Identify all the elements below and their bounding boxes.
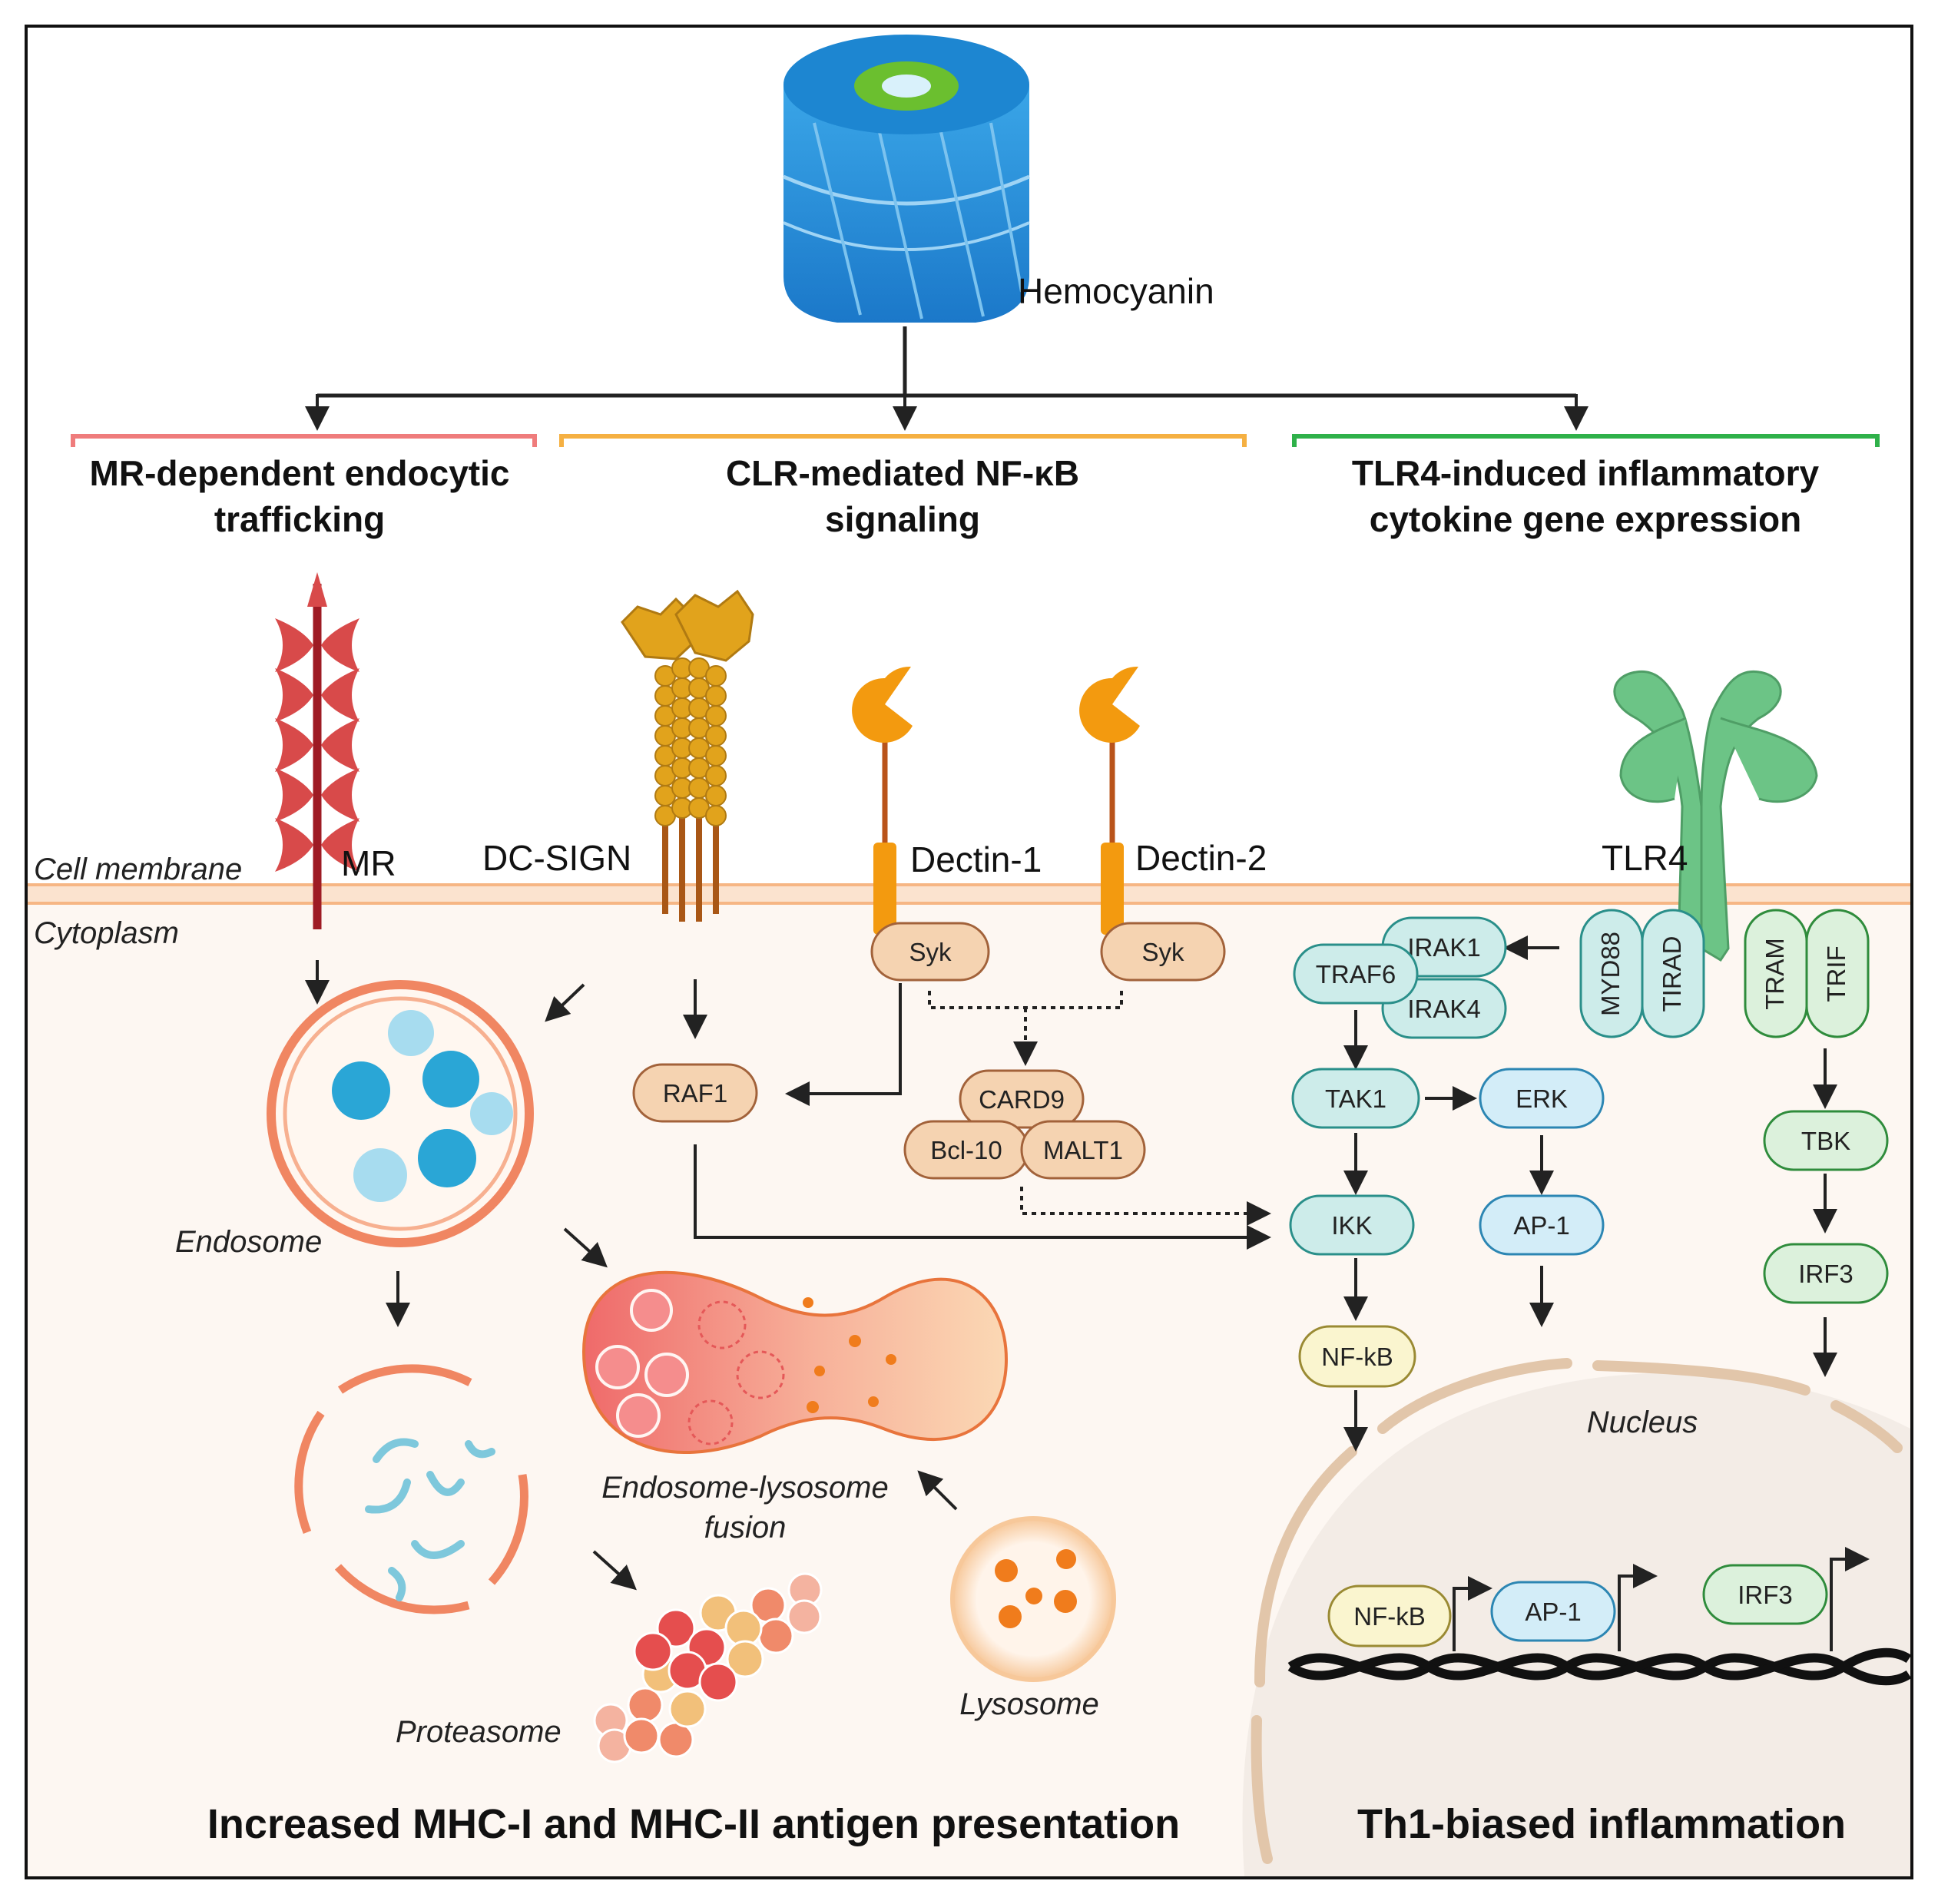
tlr-bracket [1292,434,1880,447]
svg-text:IKK: IKK [1331,1211,1372,1240]
dcsign-label: DC-SIGN [482,838,631,878]
svg-text:AP-1: AP-1 [1513,1211,1569,1240]
protein-syk-1: Syk [870,922,990,982]
svg-text:IRAK1: IRAK1 [1407,933,1480,962]
proteasome-label: Proteasome [396,1715,562,1749]
svg-text:TRAM: TRAM [1761,938,1789,1010]
svg-text:TBK: TBK [1801,1127,1850,1155]
nuclear-nfkb: NF-kB [1327,1584,1452,1647]
tlr-heading-line2: cytokine gene expression [1370,499,1801,539]
svg-text:TAK1: TAK1 [1325,1084,1386,1113]
protein-malt1: MALT1 [1020,1120,1146,1180]
svg-text:RAF1: RAF1 [663,1079,727,1108]
svg-text:TRIF: TRIF [1822,945,1850,1002]
protein-syk-2: Syk [1100,922,1226,982]
svg-text:TRAF6: TRAF6 [1316,960,1396,988]
protein-ikk: IKK [1289,1194,1415,1256]
dectin2-receptor [1079,666,1140,935]
hemocyanin-branch-arrows [305,326,1588,431]
outcome-antigen-presentation: Increased MHC-I and MHC-II antigen prese… [207,1801,1180,1847]
nuclear-irf3: IRF3 [1702,1564,1828,1625]
clr-heading-line2: signaling [825,499,980,539]
mr-label: MR [341,843,396,883]
dcsign-receptor [621,589,754,922]
svg-text:ERK: ERK [1516,1084,1568,1113]
protein-raf1: RAF1 [632,1063,758,1123]
svg-text:Syk: Syk [1141,938,1184,966]
nucleus-label: Nucleus [1587,1406,1698,1439]
mr-heading-line2: trafficking [214,499,385,539]
tlr4-receptor [1613,670,1818,962]
transcription-start-arrows [1453,1547,1870,1651]
nuclear-ap1: AP-1 [1490,1581,1616,1642]
clr-bracket [559,434,1247,447]
protein-card9: CARD9 [959,1069,1085,1129]
endosome-lysosome-fusion [581,1270,1009,1454]
protein-tak1: TAK1 [1291,1068,1420,1129]
dectin2-label: Dectin-2 [1135,838,1267,878]
protein-traf6: TRAF6 [1293,943,1419,1005]
dna-double-helix [1287,1647,1912,1686]
tlr4-label: TLR4 [1602,838,1688,878]
dectin1-receptor [852,666,913,935]
fusion-label-line2: fusion [704,1511,787,1545]
lysosome-label: Lysosome [959,1687,1099,1721]
mr-bracket [71,434,537,447]
svg-text:CARD9: CARD9 [979,1085,1065,1114]
protein-erk: ERK [1479,1068,1605,1129]
protein-ap1: AP-1 [1479,1194,1605,1256]
svg-text:MYD88: MYD88 [1596,932,1625,1016]
protein-myd88: MYD88 [1579,909,1644,1038]
svg-text:Syk: Syk [909,938,952,966]
cytoplasm-label: Cytoplasm [34,916,179,950]
protein-trif: TRIF [1805,909,1870,1038]
svg-text:AP-1: AP-1 [1525,1598,1581,1626]
protein-irak4: IRAK4 [1381,978,1507,1039]
fusion-label-line1: Endosome-lysosome [601,1471,889,1505]
protein-nfkb: NF-kB [1298,1325,1416,1388]
nuclear-envelope [1251,1358,1903,1864]
protein-tram: TRAM [1744,909,1808,1038]
svg-text:NF-kB: NF-kB [1353,1602,1426,1631]
proteasome [593,1572,823,1763]
hemocyanin-label: Hemocyanin [1018,271,1214,311]
svg-text:NF-kB: NF-kB [1321,1343,1393,1371]
lysosome [950,1516,1116,1682]
outcome-th1-inflammation: Th1-biased inflammation [1357,1801,1846,1847]
tlr-heading-line1: TLR4-induced inflammatory [1352,453,1820,493]
svg-text:Bcl-10: Bcl-10 [930,1136,1002,1164]
cell-membrane [28,885,1910,903]
degraded-endosome [294,1364,528,1614]
protein-tirad: TIRAD [1641,909,1705,1038]
svg-text:IRAK4: IRAK4 [1407,995,1480,1023]
hemocyanin-molecule [782,35,1031,323]
dectin1-label: Dectin-1 [910,839,1042,879]
svg-text:IRF3: IRF3 [1738,1581,1793,1609]
mr-heading-line1: MR-dependent endocytic [90,453,510,493]
svg-text:IRF3: IRF3 [1798,1260,1854,1288]
clr-heading-line1: CLR-mediated NF-κB [726,453,1079,493]
pathway-arrows [305,935,1837,1591]
protein-irf3: IRF3 [1763,1243,1889,1304]
cell-membrane-label: Cell membrane [34,853,242,886]
protein-tbk: TBK [1763,1110,1889,1171]
endosome [267,980,534,1247]
mr-receptor [275,572,359,929]
svg-text:TIRAD: TIRAD [1658,936,1686,1012]
svg-text:MALT1: MALT1 [1043,1136,1123,1164]
endosome-label: Endosome [175,1225,322,1259]
protein-bcl10: Bcl-10 [903,1120,1029,1180]
